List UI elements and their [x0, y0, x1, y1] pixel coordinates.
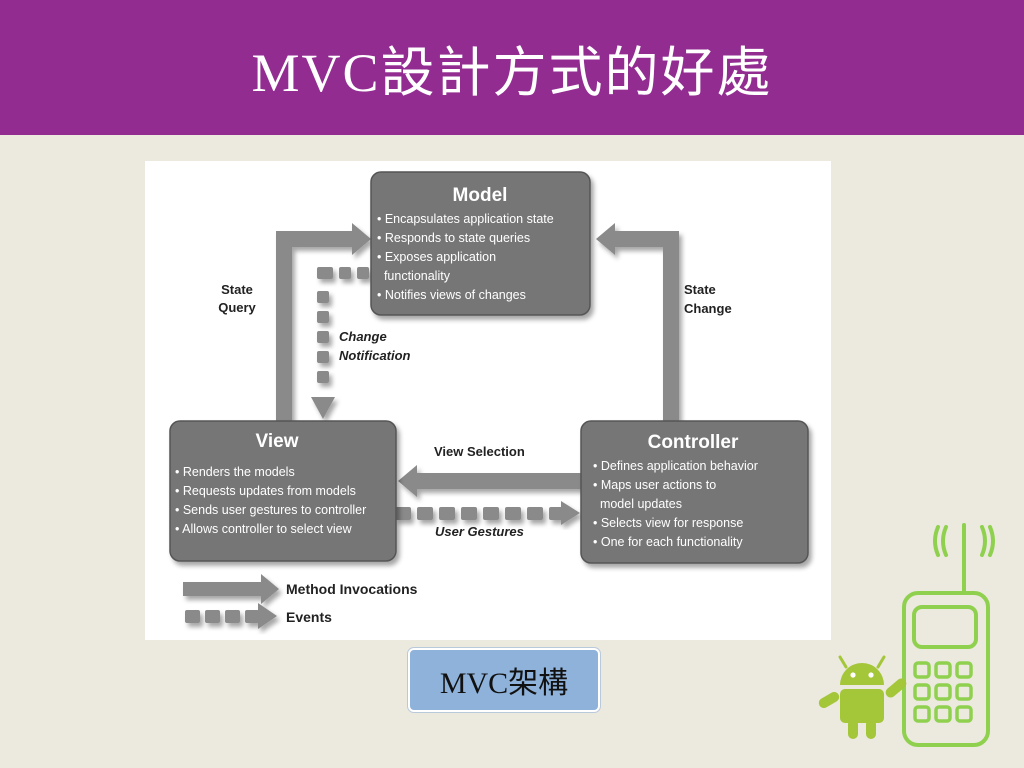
view-box: View • Renders the models • Requests upd…: [169, 420, 397, 562]
state-query-label: Query: [218, 300, 256, 315]
model-title: Model: [453, 185, 508, 206]
controller-item: model updates: [593, 497, 682, 511]
legend-dashed-arrow: [185, 603, 277, 629]
change-notification-arrow: [311, 267, 369, 419]
change-notification-label: Change: [339, 329, 387, 344]
android-phone-icon: [818, 523, 995, 747]
user-gestures-arrow: [395, 501, 580, 525]
state-change-label: State: [684, 282, 716, 297]
slide-title: MVC設計方式的好處: [251, 43, 773, 103]
controller-item: • Defines application behavior: [593, 459, 758, 473]
user-gestures-label: User Gestures: [435, 524, 524, 539]
mvc-diagram-svg: Model • Encapsulates application state •…: [169, 171, 809, 629]
view-selection-label: View Selection: [434, 444, 525, 459]
model-item: • Encapsulates application state: [377, 212, 554, 226]
title-bar: MVC設計方式的好處: [0, 0, 1024, 135]
model-item: • Notifies views of changes: [377, 288, 526, 302]
state-change-arrow: [596, 223, 679, 423]
diagram-caption: MVC架構: [408, 648, 600, 712]
controller-item: • Selects view for response: [593, 516, 743, 530]
state-query-arrow: [276, 223, 371, 423]
view-selection-arrow: [398, 465, 583, 497]
legend-solid-arrow: [183, 574, 279, 604]
legend-method-invocations: Method Invocations: [286, 581, 418, 597]
controller-item: • Maps user actions to: [593, 478, 716, 492]
state-change-label: Change: [684, 301, 732, 316]
view-item: • Requests updates from models: [175, 484, 356, 498]
view-item: • Allows controller to select view: [175, 522, 353, 536]
view-item: • Renders the models: [175, 465, 295, 479]
view-item: • Sends user gestures to controller: [175, 503, 366, 517]
legend: Method Invocations Events: [183, 574, 418, 629]
controller-box: Controller • Defines application behavio…: [580, 420, 809, 564]
mvc-diagram: Model • Encapsulates application state •…: [145, 161, 831, 640]
view-title: View: [256, 431, 299, 452]
model-item: • Responds to state queries: [377, 231, 530, 245]
model-item: functionality: [377, 269, 451, 283]
model-box: Model • Encapsulates application state •…: [370, 171, 591, 316]
legend-events: Events: [286, 609, 332, 625]
controller-title: Controller: [648, 432, 739, 453]
state-query-label: State: [221, 282, 253, 297]
change-notification-label: Notification: [339, 348, 411, 363]
controller-item: • One for each functionality: [593, 535, 743, 549]
model-item: • Exposes application: [377, 250, 496, 264]
